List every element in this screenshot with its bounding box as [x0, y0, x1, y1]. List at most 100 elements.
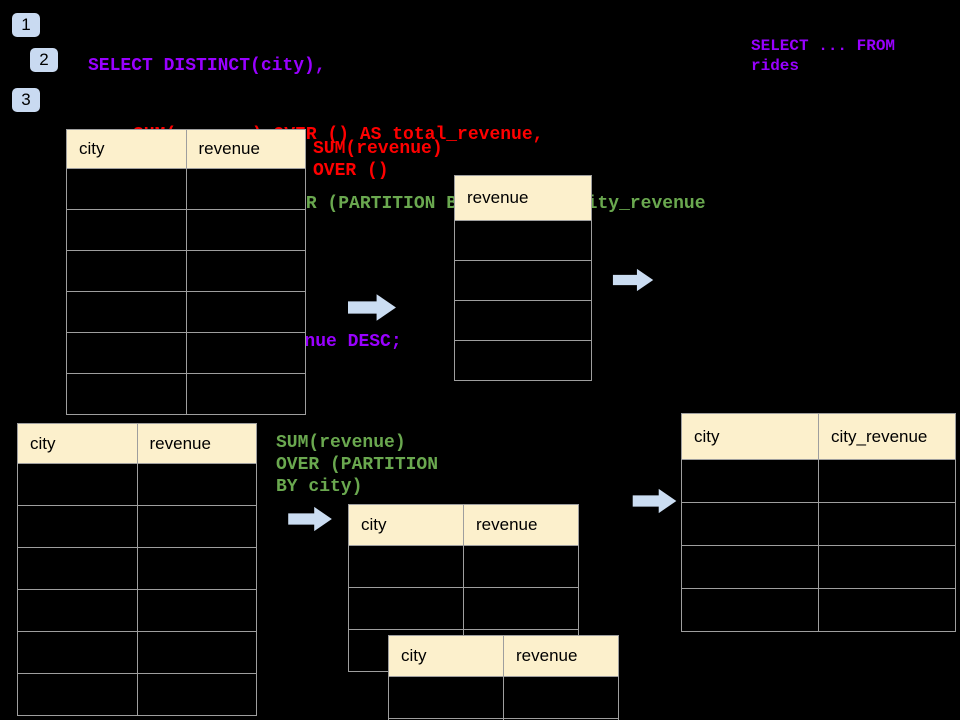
- table-cell: [138, 674, 257, 715]
- column-header: revenue: [476, 515, 538, 534]
- side-note-line: SELECT ... FROM: [751, 37, 896, 55]
- table-cell: [819, 546, 955, 588]
- table-cell: [67, 210, 187, 250]
- table-row: [18, 631, 256, 673]
- column-header: city: [682, 414, 819, 459]
- table-cell: [138, 506, 257, 547]
- table-row: [682, 588, 955, 631]
- table-header-row: city revenue: [389, 636, 618, 676]
- table-row: [18, 463, 256, 505]
- table-cell: [187, 210, 306, 250]
- right-arrow-icon: [632, 488, 677, 514]
- table-header-row: city revenue: [18, 424, 256, 463]
- annotation-line: SUM(revenue): [313, 139, 443, 159]
- column-header: revenue: [198, 139, 260, 158]
- table-cell: [18, 632, 138, 673]
- table-cell: [455, 301, 591, 340]
- table-row: [67, 168, 305, 209]
- right-arrow-icon: [612, 268, 654, 292]
- table-cell: [187, 251, 306, 291]
- side-note-line: rides: [751, 57, 800, 75]
- column-header: city: [349, 505, 464, 545]
- table-cell: [464, 546, 578, 587]
- table-row: [455, 340, 591, 380]
- column-header: city: [389, 636, 504, 676]
- table-cell: [455, 341, 591, 380]
- annotation-line: OVER (): [313, 161, 389, 181]
- step-badge-3: 3: [12, 88, 40, 112]
- table-cell: [504, 677, 618, 718]
- table-cell: [349, 588, 464, 629]
- table-row: [18, 547, 256, 589]
- table-cell: [18, 548, 138, 589]
- table-cell: [138, 548, 257, 589]
- annotation-line: SUM(revenue): [276, 433, 406, 453]
- table-rides-bottom: city revenue: [17, 423, 257, 716]
- table-cell: [67, 374, 187, 414]
- table-row: [67, 291, 305, 332]
- table-cell: [464, 588, 578, 629]
- table-city-result: city city_revenue: [681, 413, 956, 632]
- table-cell: [819, 589, 955, 631]
- column-header: city_revenue: [831, 426, 928, 446]
- table-row: [682, 502, 955, 545]
- table-cell: [682, 589, 819, 631]
- table-row: [18, 589, 256, 631]
- table-row: [682, 545, 955, 588]
- right-arrow-icon: [288, 506, 332, 532]
- table-cell: [18, 590, 138, 631]
- right-arrow-icon: [348, 294, 396, 321]
- table-cell: [349, 546, 464, 587]
- table-cell: [455, 261, 591, 300]
- column-header: city: [67, 130, 187, 168]
- table-row: [67, 209, 305, 250]
- table-row: [455, 260, 591, 300]
- table-row: [349, 587, 578, 629]
- table-header-row: city revenue: [67, 130, 305, 168]
- table-cell: [187, 292, 306, 332]
- annotation-total-revenue: SUM(revenue) OVER (): [313, 138, 443, 182]
- table-cell: [682, 503, 819, 545]
- table-cell: [18, 674, 138, 715]
- table-cell: [67, 169, 187, 209]
- table-partition-back: city revenue: [388, 635, 619, 720]
- annotation-line: OVER (PARTITION: [276, 455, 439, 475]
- table-row: [682, 459, 955, 502]
- column-header: revenue: [467, 188, 529, 207]
- table-row: [67, 332, 305, 373]
- table-cell: [18, 464, 138, 505]
- table-row: [455, 300, 591, 340]
- step-badge-2: 2: [30, 48, 58, 72]
- table-cell: [138, 632, 257, 673]
- table-cell: [187, 333, 306, 373]
- table-header-row: city city_revenue: [682, 414, 955, 459]
- column-header: revenue: [516, 646, 578, 665]
- column-header: city: [18, 424, 138, 463]
- table-cell: [67, 251, 187, 291]
- table-cell: [67, 333, 187, 373]
- table-cell: [187, 169, 306, 209]
- table-row: [18, 673, 256, 715]
- table-header-row: city revenue: [349, 505, 578, 545]
- table-cell: [18, 506, 138, 547]
- table-row: [349, 545, 578, 587]
- table-header-row: revenue: [455, 176, 591, 220]
- table-cell: [67, 292, 187, 332]
- column-header: revenue: [149, 433, 211, 453]
- table-row: [455, 220, 591, 260]
- table-row: [67, 250, 305, 291]
- table-cell: [455, 221, 591, 260]
- table-cell: [389, 677, 504, 718]
- table-rides-top: city revenue: [66, 129, 306, 415]
- table-cell: [138, 464, 257, 505]
- annotation-line: BY city): [276, 477, 363, 497]
- table-cell: [682, 460, 819, 502]
- table-cell: [819, 460, 955, 502]
- step-badge-1: 1: [12, 13, 40, 37]
- annotation-partition: SUM(revenue) OVER (PARTITION BY city): [276, 432, 438, 498]
- table-cell: [138, 590, 257, 631]
- table-cell: [187, 374, 306, 414]
- table-row: [389, 676, 618, 718]
- table-total-result: revenue: [454, 175, 592, 381]
